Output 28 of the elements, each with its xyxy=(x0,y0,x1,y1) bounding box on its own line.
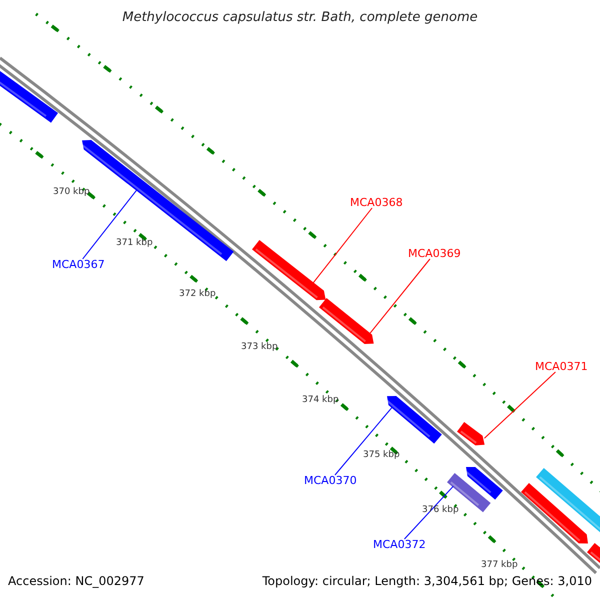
leader-line xyxy=(312,208,373,284)
gene-label: MCA0367 xyxy=(52,259,105,270)
gene-feature xyxy=(457,422,485,446)
gene-feature xyxy=(387,396,442,444)
leader-line xyxy=(334,406,393,476)
gene-feature xyxy=(521,482,588,543)
scale-label: 375 kbp xyxy=(363,451,400,460)
title: Methylococcus capsulatus str. Bath, complete genome xyxy=(121,11,479,24)
gene-label: MCA0369 xyxy=(408,248,461,259)
scale-label: 372 kbp xyxy=(179,290,216,299)
gene-feature xyxy=(319,298,374,344)
scale-label: 374 kbp xyxy=(302,396,339,405)
gene-feature xyxy=(466,466,503,500)
leader-line xyxy=(368,258,430,334)
scale-label: 371 kbp xyxy=(116,239,153,248)
genome-info-text: Topology: circular; Length: 3,304,561 bp; Genes: 3,010 xyxy=(262,575,592,587)
scale-label: 373 kbp xyxy=(241,343,278,352)
leader-line xyxy=(82,189,138,260)
leader-line xyxy=(484,372,556,439)
gene-label: MCA0370 xyxy=(304,475,357,486)
scale-label: 370 kbp xyxy=(53,188,90,197)
accession-text: Accession: NC_002977 xyxy=(8,575,144,587)
leader-line xyxy=(404,486,454,540)
gene-label: MCA0368 xyxy=(350,197,403,208)
gene-label: MCA0372 xyxy=(373,539,426,550)
gene-feature xyxy=(252,240,326,300)
gene-label: MCA0371 xyxy=(535,361,588,372)
scale-label: 377 kbp xyxy=(481,561,518,570)
